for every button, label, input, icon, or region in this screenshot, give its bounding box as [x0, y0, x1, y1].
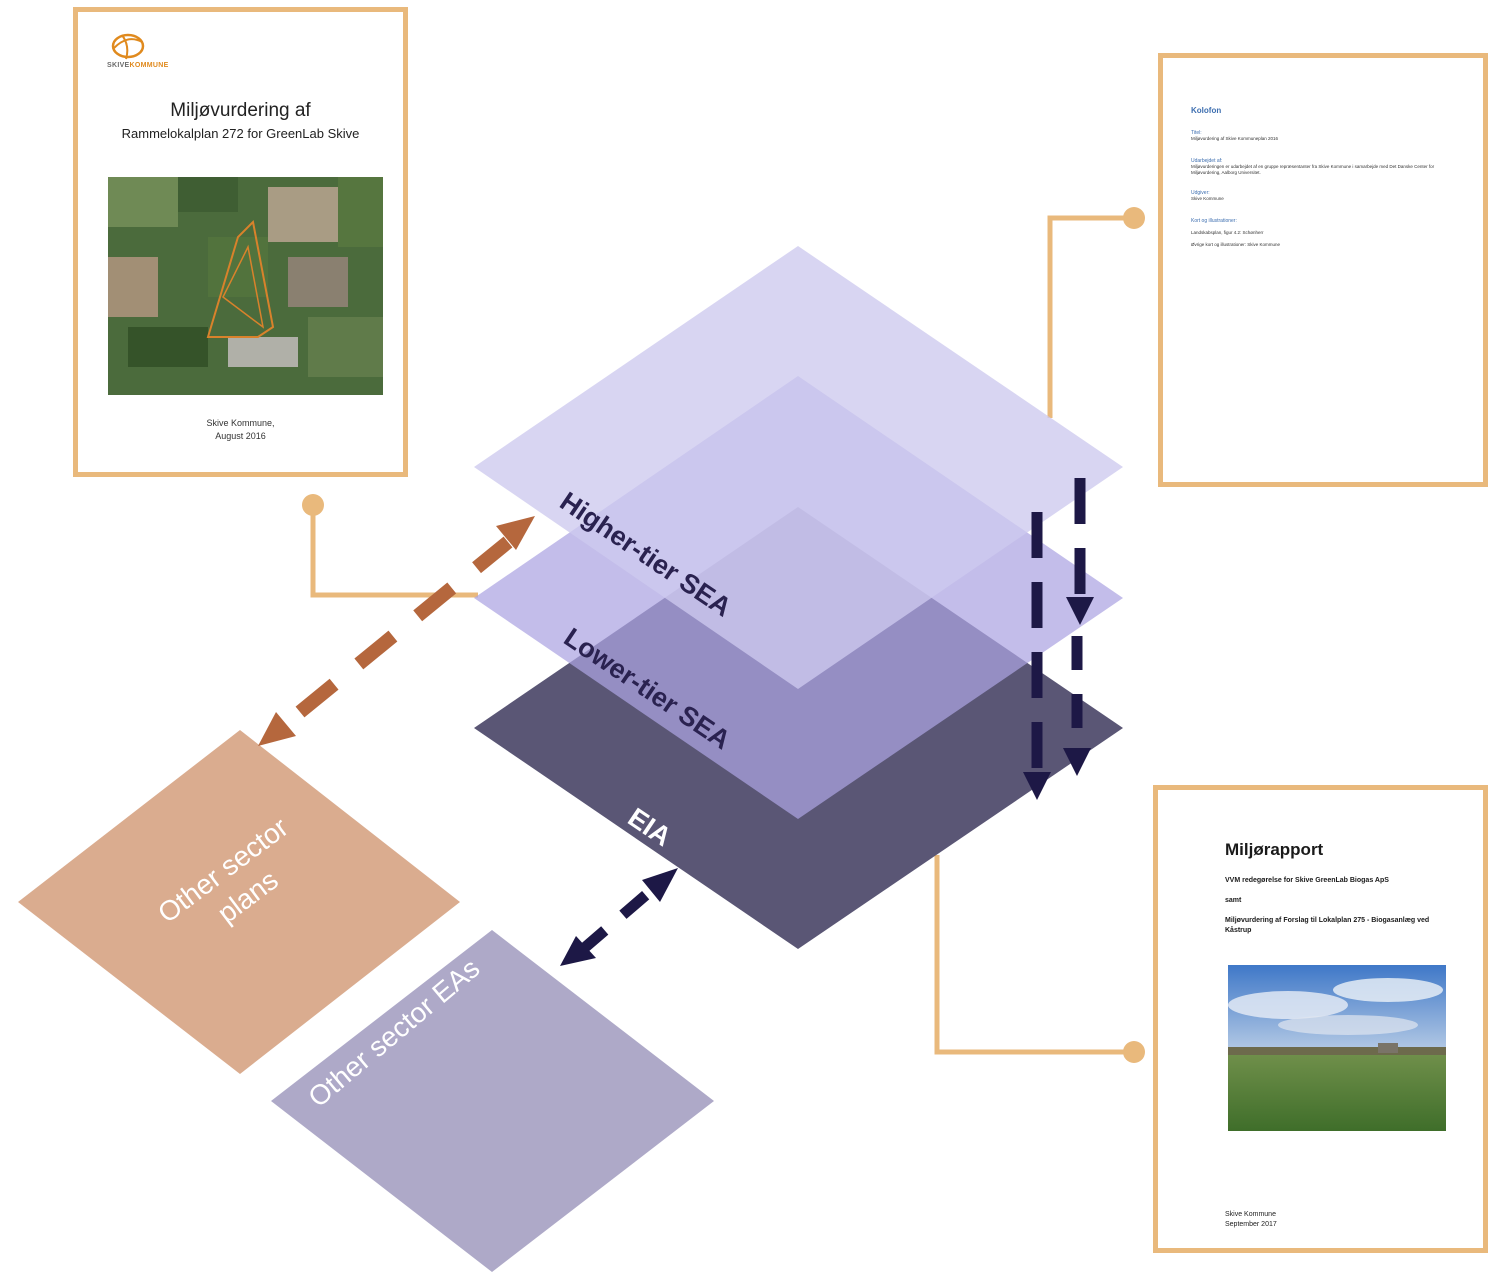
field-photo: [1228, 965, 1446, 1131]
report-footer: Skive Kommune September 2017: [1225, 1210, 1453, 1230]
colophon-maps-value1: Landskabsplan, figur 4.2: Schønherr: [1191, 230, 1264, 235]
arrowhead: [642, 868, 678, 902]
colophon-publisher-label: Udgiver:: [1191, 190, 1210, 196]
higher-tier-sea-layer: [474, 246, 1123, 689]
other-sector-plans-diamond: [18, 730, 460, 1074]
arrowhead: [1023, 772, 1051, 800]
connector-dot: [302, 494, 324, 516]
report-line1: VVM redegørelse for Skive GreenLab Bioga…: [1225, 877, 1389, 884]
report-footer-line1: Skive Kommune: [1225, 1211, 1276, 1218]
colophon-maps-label: Kort og illustrationer:: [1191, 218, 1237, 224]
report-line3: Miljøvurdering af Forslag til Lokalplan …: [1225, 917, 1430, 934]
arrowhead: [1066, 597, 1094, 625]
cascade-arrows: [1023, 478, 1094, 800]
colophon-prepared-value: Miljøvurderingen er udarbejdet af en gru…: [1191, 164, 1435, 175]
plans-to-sea-arrow: [258, 516, 535, 746]
aerial-photo: [108, 177, 383, 395]
logo-wordmark: SKIVEKOMMUNE: [107, 62, 169, 69]
colophon-publisher-block: Udgiver: Skive Kommune: [1191, 190, 1463, 202]
connector-cover-to-higher: [310, 505, 478, 598]
colophon-maps-block: Kort og illustrationer: Landskabsplan, f…: [1191, 218, 1463, 248]
eia-to-eas-arrow: [560, 868, 678, 966]
colophon-prepared-label: Udarbejdet af:: [1191, 158, 1223, 164]
report-footer-line2: September 2017: [1225, 1221, 1277, 1228]
connector-dot: [1123, 1041, 1145, 1063]
other-sector-eas-diamond: [271, 930, 714, 1272]
colophon-maps-value2: Øvrige kort og illustrationer: Skive Kom…: [1191, 242, 1281, 247]
arrowhead: [560, 936, 596, 966]
cover-subtitle: Rammelokalplan 272 for GreenLab Skive: [121, 126, 360, 141]
connector-colophon-to-lower: [1047, 215, 1134, 418]
arrowhead: [1063, 748, 1091, 776]
colophon-publisher-value: Skive Kommune: [1191, 196, 1224, 201]
cover-footer-line2: August 2016: [215, 431, 266, 441]
report-title: Miljørapport: [1225, 840, 1324, 859]
cover-footer: Skive Kommune, August 2016: [78, 417, 403, 443]
cover-title: Miljøvurdering af: [170, 100, 311, 121]
env-assessment-cover-document: SKIVEKOMMUNE Miljøvurdering af Rammeloka…: [73, 7, 408, 477]
colophon-document: Kolofon Titel: Miljøvurdering af Skive K…: [1158, 53, 1488, 487]
connector-eia-to-report: [934, 855, 1134, 1055]
colophon-title-label: Titel:: [1191, 130, 1202, 136]
colophon-heading: Kolofon: [1191, 106, 1222, 115]
arrowhead: [258, 712, 296, 746]
cover-footer-line1: Skive Kommune,: [206, 418, 275, 428]
skive-kommune-logo-icon: [111, 33, 145, 60]
colophon-title-value: Miljøvurdering af Skive Kommuneplan 2016: [1191, 136, 1279, 141]
environmental-report-document: Miljørapport VVM redegørelse for Skive G…: [1153, 785, 1488, 1253]
colophon-title-block: Titel: Miljøvurdering af Skive Kommunepl…: [1191, 130, 1463, 142]
connector-dot: [1123, 207, 1145, 229]
colophon-prepared-block: Udarbejdet af: Miljøvurderingen er udarb…: [1191, 158, 1463, 176]
arrowhead: [496, 516, 535, 550]
report-line2: samt: [1225, 897, 1242, 904]
